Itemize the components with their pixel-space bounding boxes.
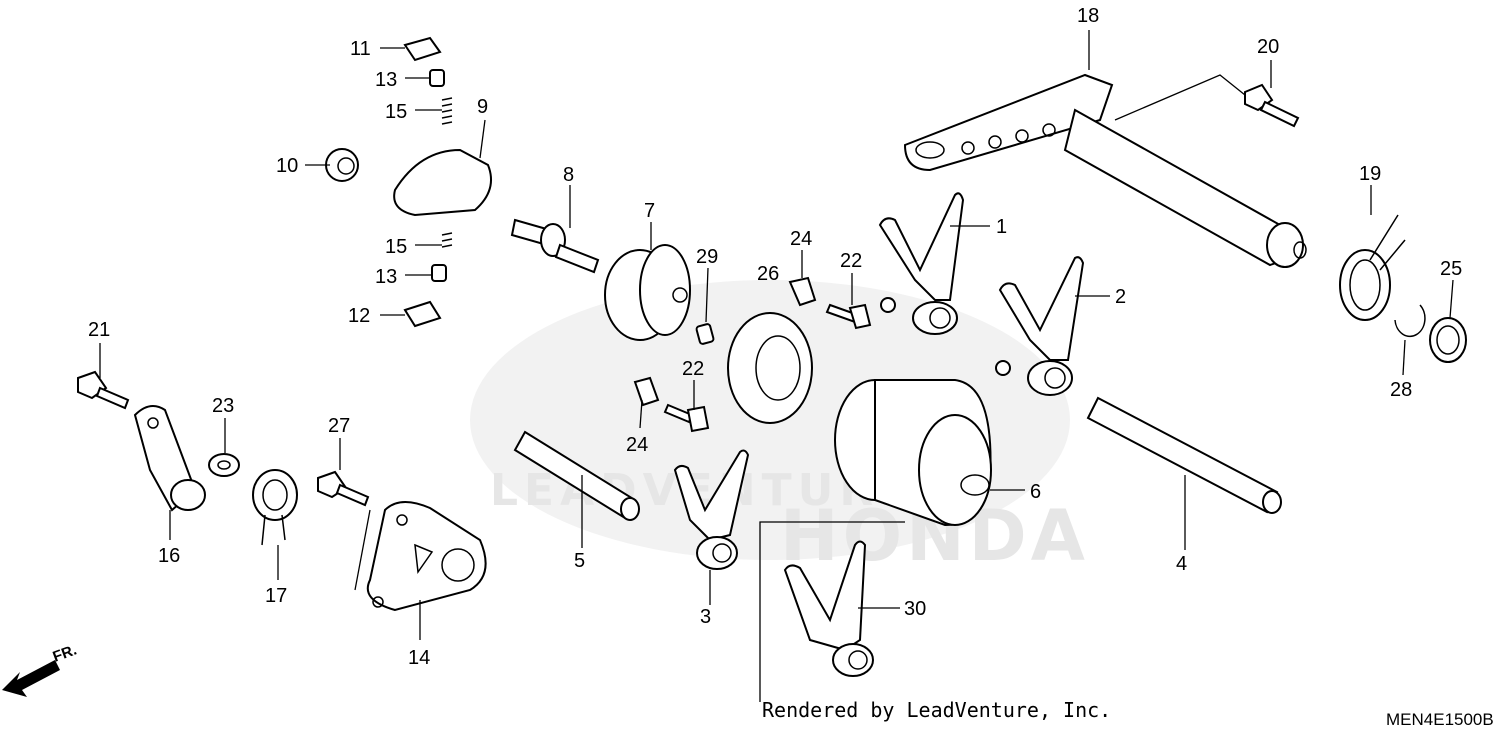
callout-24-upper: 24 bbox=[790, 228, 812, 250]
plate-24-lower bbox=[633, 376, 660, 407]
shift-drum-6 bbox=[834, 379, 992, 527]
callout-25: 25 bbox=[1440, 258, 1462, 280]
callout-1: 1 bbox=[996, 216, 1007, 238]
plate-24-upper bbox=[788, 276, 817, 307]
dowel-pin-29 bbox=[695, 323, 715, 345]
bolt-22-lower bbox=[663, 403, 710, 433]
callout-13-upper: 13 bbox=[375, 69, 397, 91]
circlip-28 bbox=[1394, 304, 1426, 338]
callout-15-upper: 15 bbox=[385, 101, 407, 123]
diagram-code: MEN4E1500B bbox=[1386, 710, 1494, 729]
callout-11: 11 bbox=[350, 38, 371, 60]
bolt-20 bbox=[1244, 83, 1300, 128]
front-direction-arrow: FR. bbox=[2, 642, 79, 697]
spring-15-lower bbox=[441, 232, 453, 248]
detent-cap-11 bbox=[403, 36, 442, 62]
drum-center-7 bbox=[604, 244, 691, 341]
callout-16: 16 bbox=[158, 545, 180, 567]
callout-12: 12 bbox=[348, 305, 370, 327]
callout-19: 19 bbox=[1359, 163, 1381, 185]
callout-2: 2 bbox=[1115, 286, 1126, 308]
detent-cap-12 bbox=[403, 300, 442, 328]
callout-17: 17 bbox=[265, 585, 287, 607]
callout-7: 7 bbox=[644, 200, 655, 222]
bolt-27 bbox=[317, 470, 370, 507]
callout-23: 23 bbox=[212, 395, 234, 417]
callout-5: 5 bbox=[574, 550, 585, 572]
stopper-arm-9 bbox=[393, 148, 492, 217]
callout-13-lower: 13 bbox=[375, 266, 397, 288]
callout-22-upper: 22 bbox=[840, 250, 862, 272]
shift-fork-3 bbox=[673, 449, 750, 570]
callout-9: 9 bbox=[477, 96, 488, 118]
callout-6: 6 bbox=[1030, 481, 1041, 503]
detent-pin-13-upper bbox=[429, 69, 445, 87]
callout-14: 14 bbox=[408, 647, 430, 669]
spring-15-upper bbox=[441, 97, 453, 125]
callout-22-lower: 22 bbox=[682, 358, 704, 380]
gearshift-spindle bbox=[903, 73, 1307, 268]
callout-29: 29 bbox=[696, 246, 718, 268]
return-spring-19 bbox=[1339, 214, 1406, 321]
bolt-21 bbox=[77, 370, 130, 410]
collar-10 bbox=[325, 148, 359, 182]
callout-8: 8 bbox=[563, 164, 574, 186]
bearing-26 bbox=[727, 312, 813, 424]
callout-26: 26 bbox=[757, 263, 779, 285]
callout-30: 30 bbox=[904, 598, 926, 620]
washer-25 bbox=[1429, 317, 1467, 363]
callout-24-lower: 24 bbox=[626, 434, 648, 456]
callout-27: 27 bbox=[328, 415, 350, 437]
guide-plate-14 bbox=[366, 501, 487, 612]
callout-18: 18 bbox=[1077, 5, 1099, 27]
callout-10: 10 bbox=[276, 155, 298, 177]
callout-21: 21 bbox=[88, 319, 110, 341]
callout-15-lower: 15 bbox=[385, 236, 407, 258]
callout-4: 4 bbox=[1176, 553, 1187, 575]
callout-3: 3 bbox=[700, 606, 711, 628]
fork-shaft-5 bbox=[513, 430, 640, 521]
stopper-arm-16 bbox=[133, 405, 206, 512]
detent-pin-13-lower bbox=[431, 264, 447, 282]
shift-fork-2 bbox=[995, 256, 1085, 396]
callout-numbers: 1 2 3 4 5 6 7 8 9 10 11 12 13 13 14 15 1… bbox=[88, 5, 1462, 669]
spring-17 bbox=[252, 469, 298, 546]
fr-label: FR. bbox=[51, 642, 80, 666]
washer-23 bbox=[208, 453, 240, 477]
callout-28: 28 bbox=[1390, 379, 1412, 401]
callout-20: 20 bbox=[1257, 36, 1279, 58]
fork-shaft-4 bbox=[1086, 396, 1282, 514]
shift-fork-30 bbox=[783, 540, 874, 677]
pin-bolt-8 bbox=[510, 218, 600, 274]
leader-lines bbox=[99, 30, 1454, 702]
bolt-22-upper bbox=[825, 303, 872, 330]
credit-text: Rendered by LeadVenture, Inc. bbox=[762, 698, 1112, 722]
shift-fork-1 bbox=[878, 192, 965, 335]
